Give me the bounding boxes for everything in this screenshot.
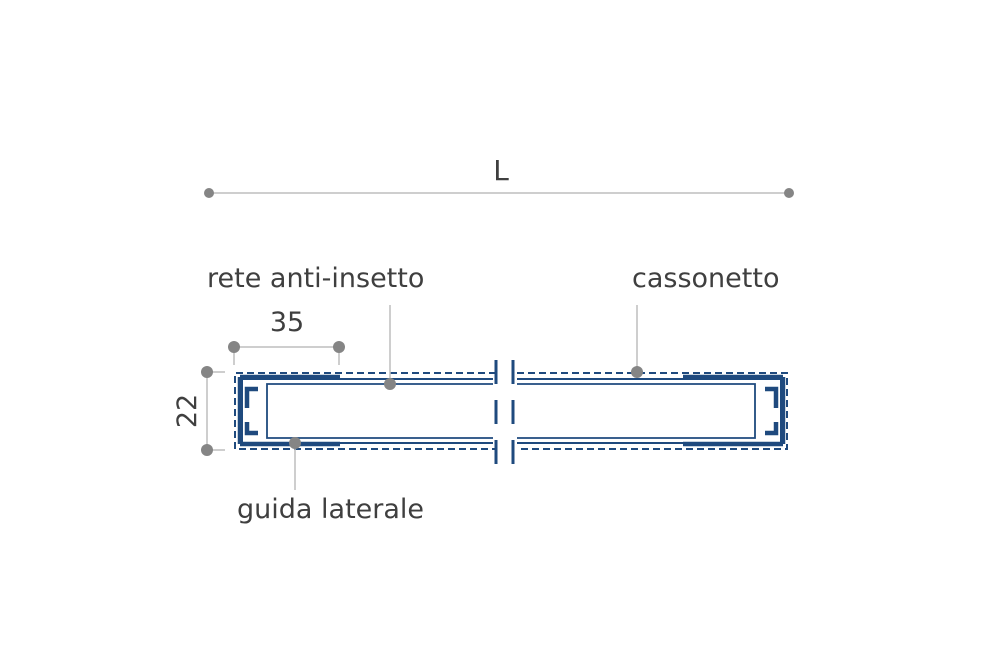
left-guide-bottom-hook <box>244 422 258 436</box>
outline-left-half <box>234 372 496 450</box>
profile-frame-left <box>241 378 493 444</box>
screen-mesh <box>266 383 756 439</box>
screen-mesh-left <box>266 383 493 439</box>
break-marks <box>494 360 515 464</box>
left-guide-profile <box>237 374 340 447</box>
height-label: 22 <box>172 394 203 428</box>
callout-screen: rete anti-insetto <box>207 263 424 390</box>
callout-guide: guida laterale <box>237 437 424 525</box>
outline-right-half <box>517 372 788 450</box>
width-dimension: 35 <box>228 307 345 365</box>
height-dimension: 22 <box>172 366 225 456</box>
callout-guide-label: guida laterale <box>237 494 424 525</box>
right-guide-profile <box>683 374 786 447</box>
callout-box-label: cassonetto <box>632 263 779 294</box>
callout-box-dot <box>631 366 643 378</box>
length-dimension-start-dot <box>204 188 214 198</box>
callout-screen-dot <box>384 378 396 390</box>
profile-frame-right <box>517 378 782 444</box>
left-guide-top-hook <box>244 386 258 408</box>
width-label: 35 <box>270 307 304 338</box>
length-dimension-end-dot <box>784 188 794 198</box>
screen-mesh-right <box>517 383 756 439</box>
outer-dashed-outline <box>234 372 788 450</box>
right-guide-bottom-hook <box>765 422 779 436</box>
callout-box: cassonetto <box>631 263 779 378</box>
width-dimension-end-dot <box>333 341 345 353</box>
length-label: L <box>493 154 509 187</box>
height-dimension-top-dot <box>201 366 213 378</box>
height-dimension-bottom-dot <box>201 444 213 456</box>
length-dimension: L <box>204 154 794 198</box>
callout-screen-label: rete anti-insetto <box>207 263 424 294</box>
width-dimension-start-dot <box>228 341 240 353</box>
right-guide-top-hook <box>765 386 779 408</box>
callout-guide-dot <box>289 437 301 449</box>
